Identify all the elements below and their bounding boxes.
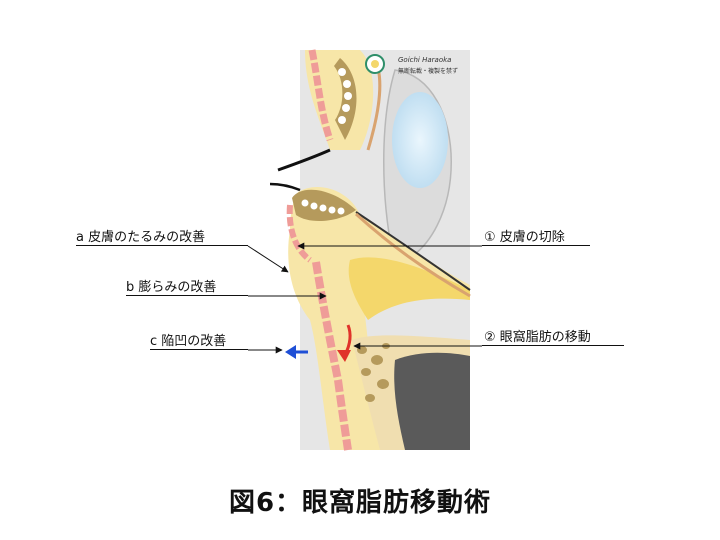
label-1-underline xyxy=(482,245,590,246)
label-2-underline xyxy=(482,345,624,346)
upper-eyelid xyxy=(305,49,382,151)
label-b-underline xyxy=(126,295,248,296)
label-2: ② 眼窩脂肪の移動 xyxy=(484,330,591,345)
label-1: ① 皮膚の切除 xyxy=(484,230,565,245)
label-a-underline xyxy=(76,245,248,246)
leader-line-a xyxy=(247,245,289,273)
watermark-author: Goichi Haraoka xyxy=(398,56,452,64)
fat-transposition-arrowhead xyxy=(337,350,351,362)
watermark-notice: 無断転載・複製を禁ず xyxy=(398,68,459,75)
label-a: a 皮膚のたるみの改善 xyxy=(76,230,206,245)
depression-correction-arrowhead xyxy=(285,345,296,359)
label-c-underline xyxy=(150,349,248,350)
figure-caption: 図6：眼窩脂肪移動術 xyxy=(228,488,492,518)
lower-tarsus xyxy=(292,189,356,222)
lower-eyelid-soft-tissue xyxy=(288,186,470,450)
lower-eyelash xyxy=(269,182,301,192)
label-c: c 陥凹の改善 xyxy=(150,334,227,349)
author-logo xyxy=(365,54,385,74)
capsulopalpebral-line xyxy=(355,211,471,291)
orbital-fat xyxy=(348,257,470,320)
maxilla xyxy=(352,335,470,450)
orbicularis-muscle xyxy=(286,204,312,263)
upper-eyelash xyxy=(277,148,331,172)
lower-lid-retractor xyxy=(354,212,471,298)
label-b: b 膨らみの改善 xyxy=(126,280,217,295)
